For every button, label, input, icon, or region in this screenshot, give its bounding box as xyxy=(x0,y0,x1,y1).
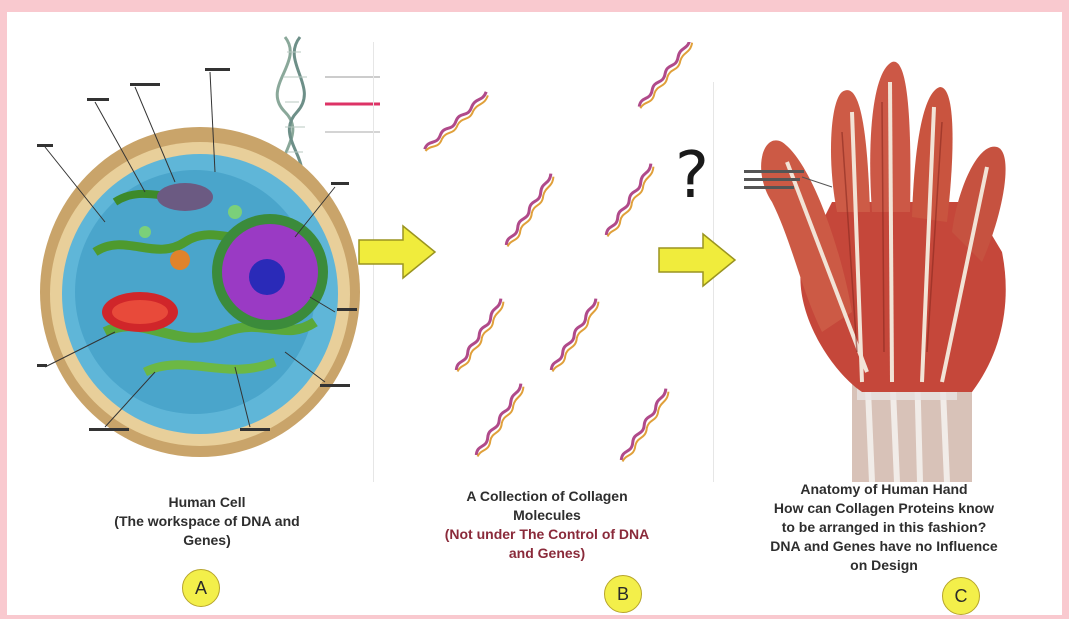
badge-c: C xyxy=(942,577,980,615)
caption-panel-b: A Collection of Collagen Molecules (Not … xyxy=(387,487,707,563)
question-mark: ? xyxy=(675,144,709,208)
collagen-molecule xyxy=(590,164,669,237)
caption-line: DNA and Genes have no Influence xyxy=(719,537,1049,556)
collagen-molecule xyxy=(624,42,706,108)
right-arrow-icon xyxy=(657,232,737,288)
collagen-molecule xyxy=(414,92,498,151)
caption-line: on Design xyxy=(719,556,1049,575)
caption-line-red: (Not under The Control of DNA xyxy=(387,525,707,544)
caption-line-red: and Genes) xyxy=(387,544,707,563)
caption-panel-a: Human Cell (The workspace of DNA and Gen… xyxy=(77,493,337,550)
caption-line: How can Collagen Proteins know xyxy=(719,499,1049,518)
cell-illustration xyxy=(35,32,380,472)
caption-line: (The workspace of DNA and xyxy=(77,512,337,531)
badge-a: A xyxy=(182,569,220,607)
collagen-molecule xyxy=(490,174,569,247)
diagram-canvas: ? Human Cell xyxy=(7,12,1062,615)
badge-b: B xyxy=(604,575,642,613)
caption-line: Molecules xyxy=(387,506,707,525)
caption-line: Human Cell xyxy=(77,493,337,512)
collagen-molecule xyxy=(535,299,614,372)
caption-line: A Collection of Collagen xyxy=(387,487,707,506)
caption-line: Genes) xyxy=(77,531,337,550)
caption-line: to be arranged in this fashion? xyxy=(719,518,1049,537)
caption-line: Anatomy of Human Hand xyxy=(719,480,1049,499)
collagen-molecule xyxy=(605,389,684,462)
collagen-molecule xyxy=(440,299,519,372)
caption-panel-c: Anatomy of Human Hand How can Collagen P… xyxy=(719,480,1049,575)
right-arrow-icon xyxy=(357,224,437,280)
collagen-molecule xyxy=(460,384,539,457)
hand-anatomy-illustration xyxy=(742,52,1052,482)
